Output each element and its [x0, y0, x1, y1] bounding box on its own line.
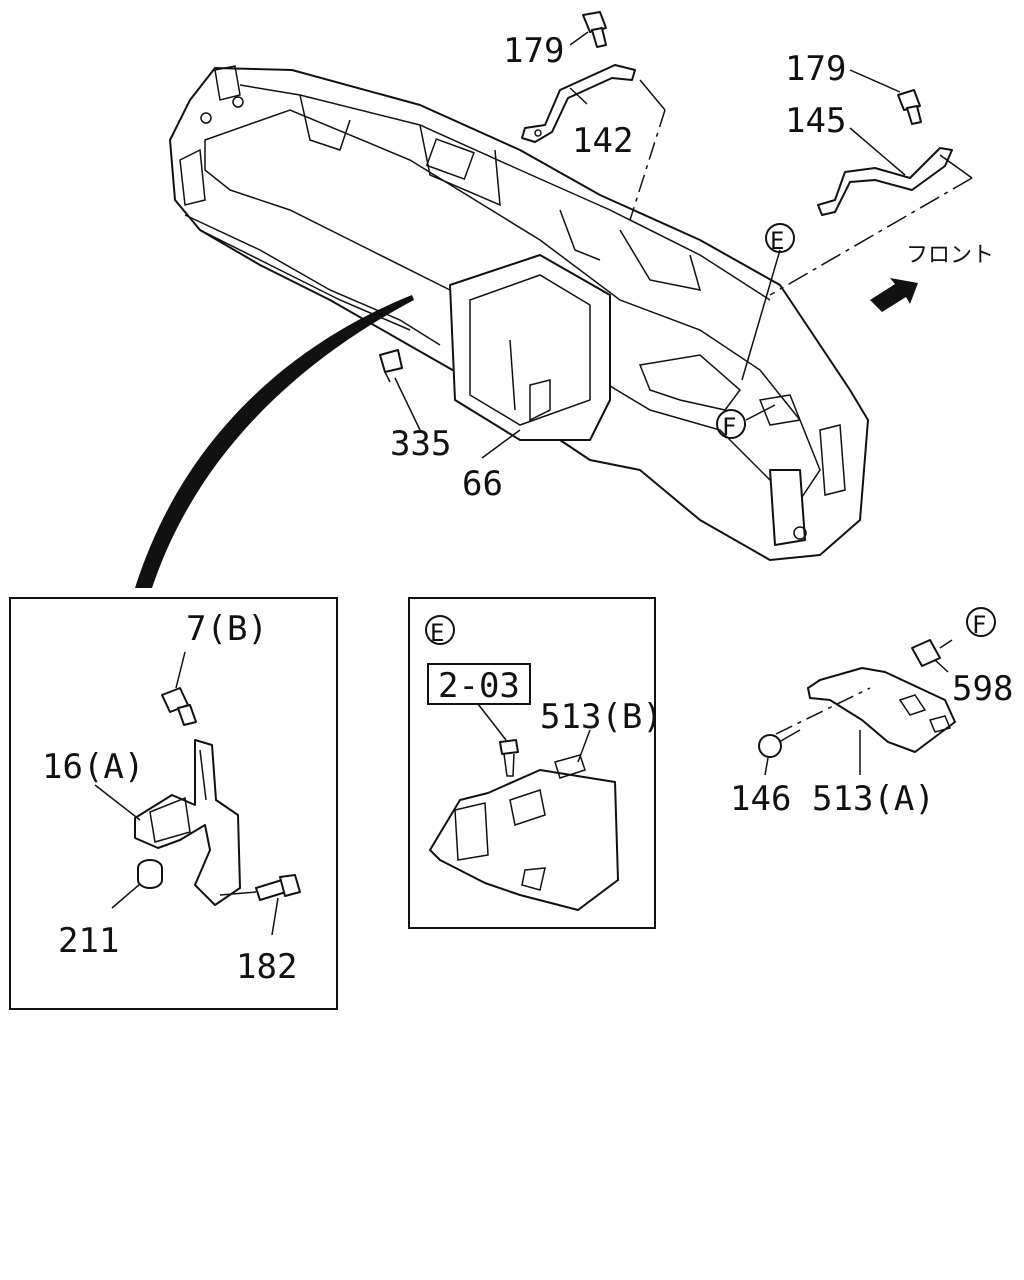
callout-e-text: E [770, 227, 784, 255]
callout-f-detail: F [966, 607, 996, 639]
front-arrow [870, 278, 918, 312]
clip-335 [379, 349, 403, 383]
detail-e-text: E [430, 619, 444, 647]
detail-box-left [9, 597, 338, 1010]
label-179-right: 179 [785, 49, 846, 89]
leader-lines [394, 31, 973, 459]
label-182: 182 [236, 947, 297, 987]
instrument-panel-frame [169, 65, 869, 561]
label-598: 598 [952, 669, 1013, 709]
label-146: 146 [730, 779, 791, 819]
label-179-left: 179 [503, 31, 564, 71]
label-513a: 513(A) [812, 779, 935, 819]
label-16a: 16(A) [42, 747, 144, 787]
callout-f-text: F [722, 413, 736, 441]
detail-pointer-arrow [135, 295, 414, 588]
bracket-145 [817, 147, 953, 216]
label-335: 335 [390, 424, 451, 464]
label-66: 66 [462, 464, 503, 504]
front-label: フロント [906, 243, 994, 268]
detail-f-text: F [972, 611, 986, 639]
bracket-513a [758, 639, 956, 776]
callout-e: E [765, 223, 795, 255]
label-7b: 7(B) [186, 609, 268, 649]
callout-f: F [716, 409, 746, 441]
label-142: 142 [572, 121, 633, 161]
label-145: 145 [785, 101, 846, 141]
detail-box-e: E [408, 597, 656, 929]
label-211: 211 [58, 921, 119, 961]
bolt-179-left [582, 11, 607, 48]
label-513b: 513(B) [540, 697, 663, 737]
bracket-142 [521, 64, 636, 143]
label-2-03: 2-03 [438, 666, 520, 706]
bolt-179-right [897, 89, 922, 125]
